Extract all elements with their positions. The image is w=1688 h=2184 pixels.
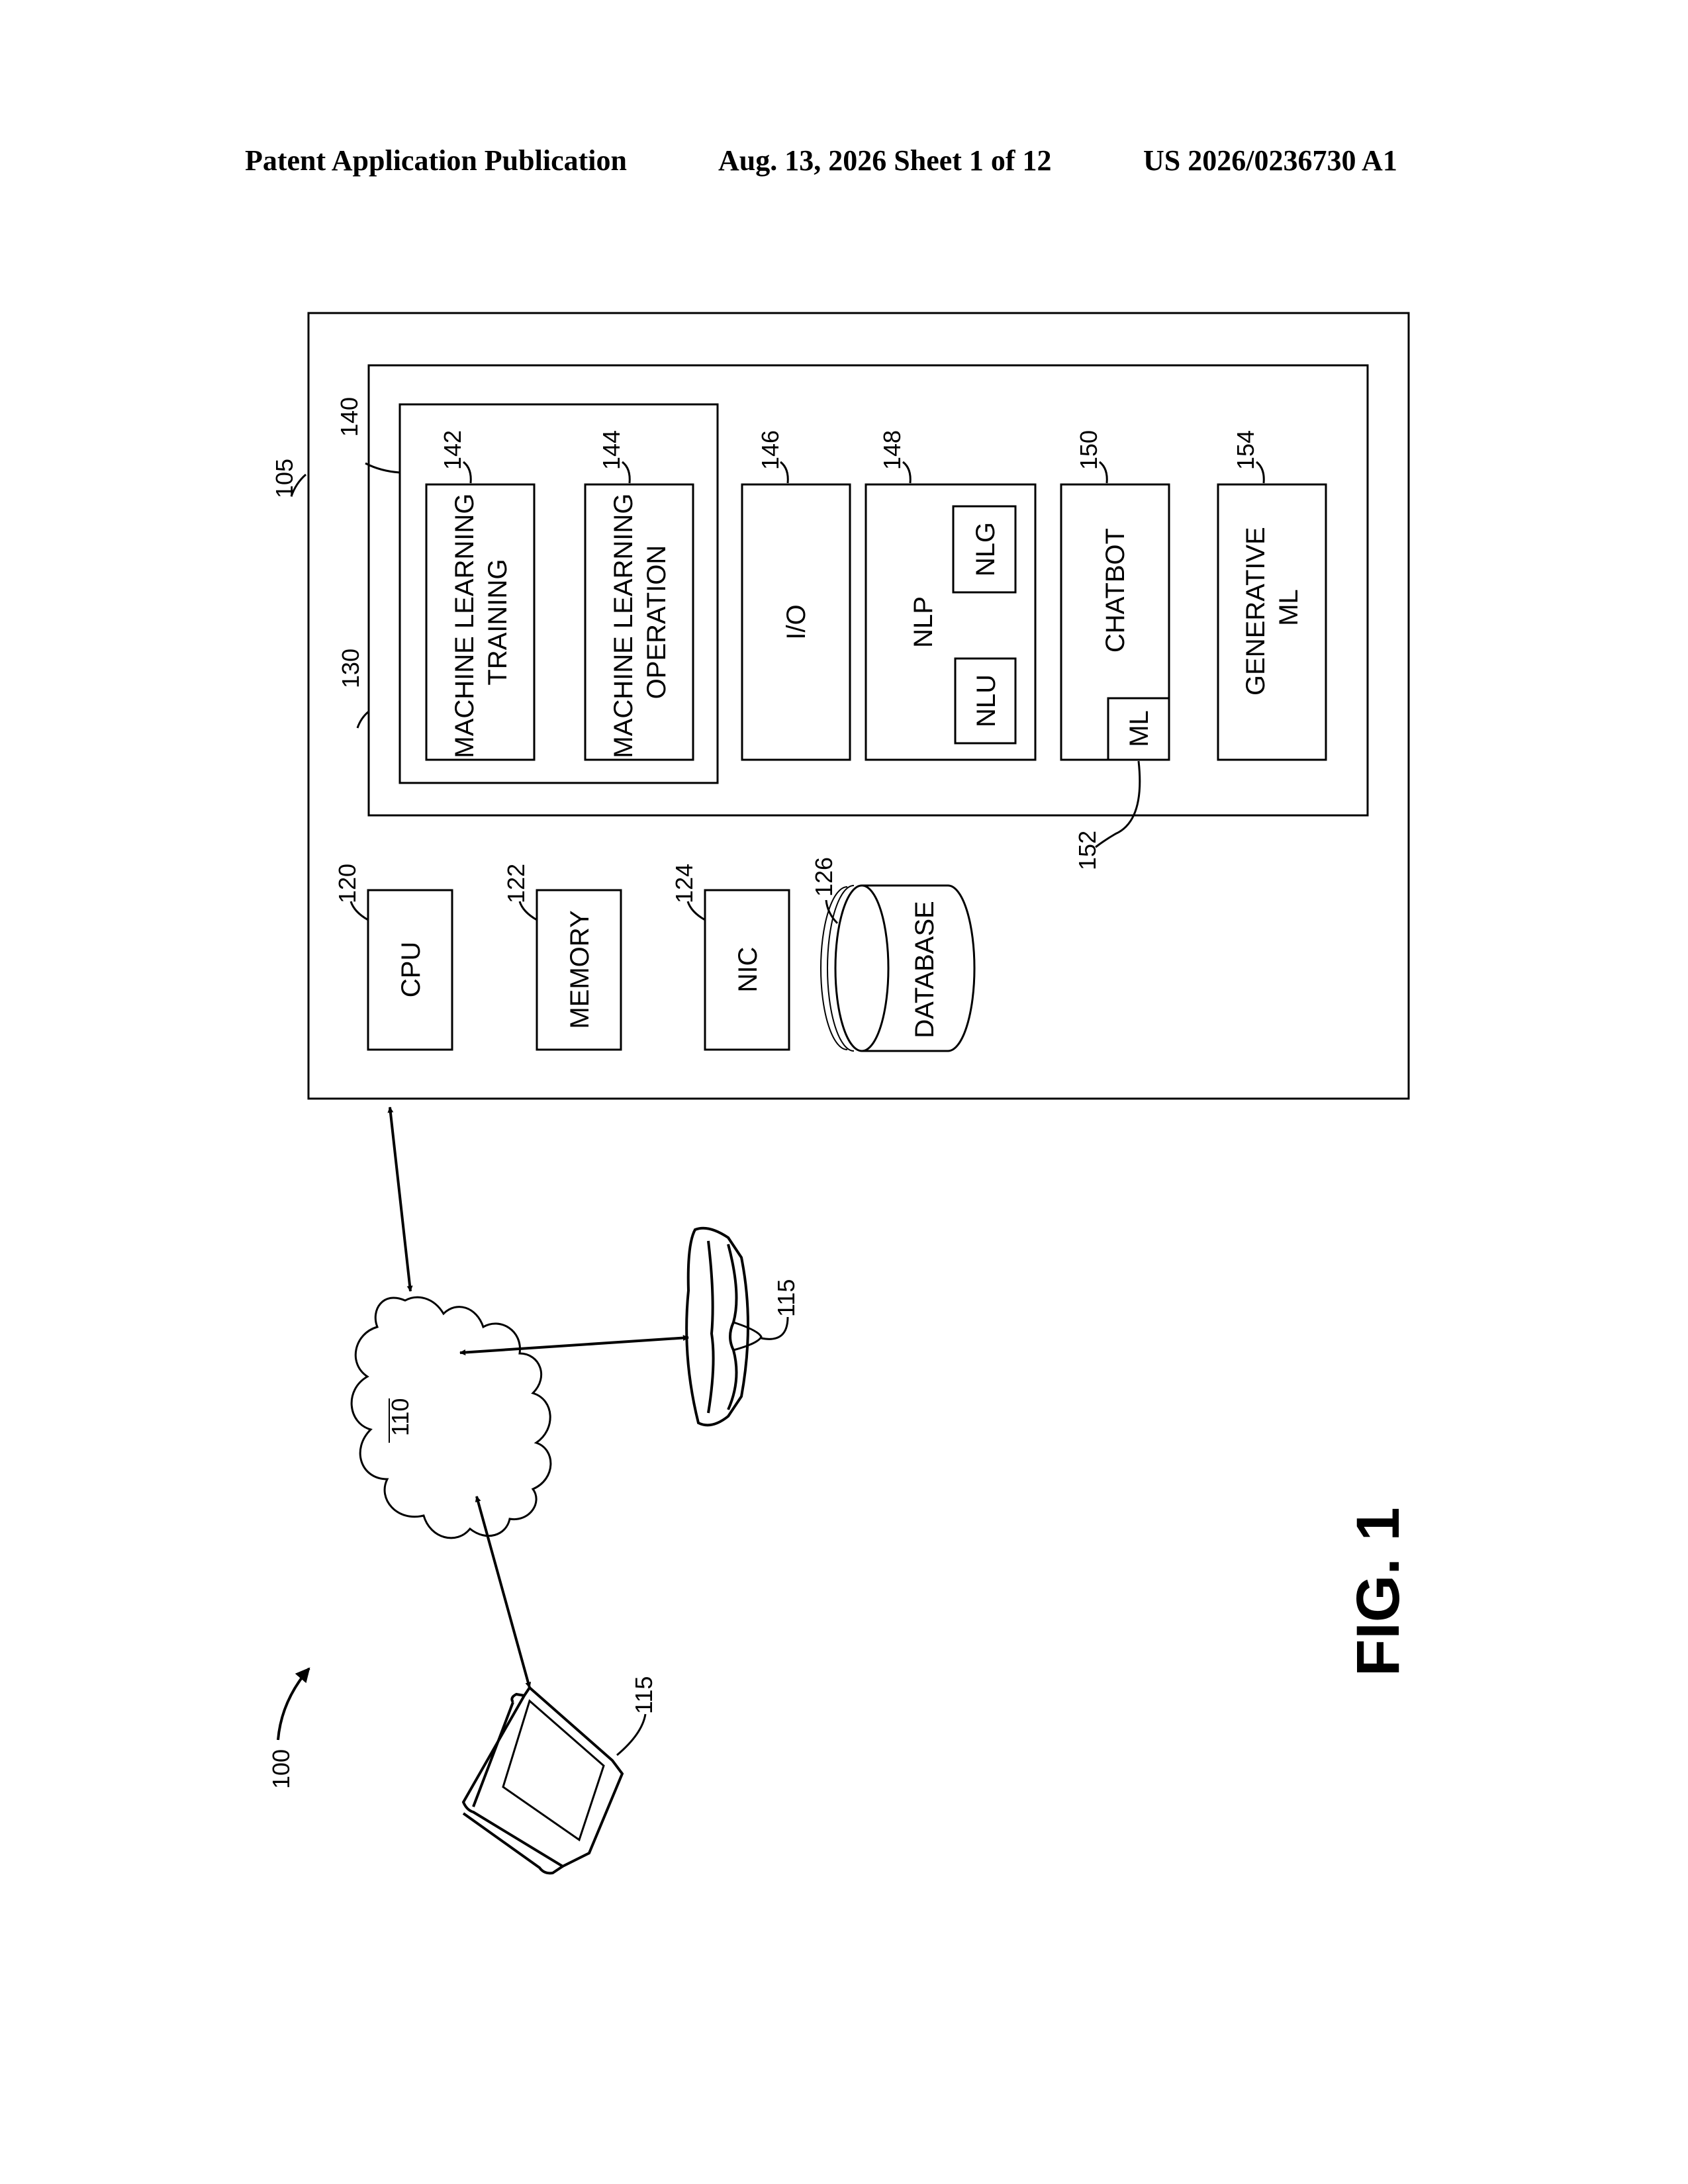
ref-110: 110 [387,1398,414,1436]
cpu-label: CPU [397,942,426,997]
ref-140: 140 [336,397,363,437]
generative-ml-label: GENERATIVE ML [1241,520,1303,696]
ref-152: 152 [1074,831,1101,870]
nlp-label: NLP [909,596,938,648]
ref-144: 144 [598,430,625,470]
generative-ml-box [1218,484,1326,760]
leader-122 [520,901,537,920]
laptop-icon [463,1688,622,1873]
io-label: I/O [782,604,811,639]
ref-120: 120 [334,864,361,903]
leader-120 [351,901,368,920]
nic-label: NIC [733,947,763,993]
leader-140 [365,463,400,473]
nlu-label: NLU [972,674,1001,727]
figure-caption: FIG. 1 [1344,1507,1412,1676]
ml-training-label: MACHINE LEARNING TRAINING [450,486,512,758]
chatbot-ml-label: ML [1125,710,1154,747]
ref-154: 154 [1232,430,1259,470]
ml-operation-box [585,484,693,760]
system-arrow [278,1668,309,1740]
leader-124 [688,901,705,920]
nlg-label: NLG [971,522,1000,576]
ref-130: 130 [337,649,364,688]
ref-124: 124 [671,864,698,903]
ref-148: 148 [878,430,906,470]
ml-training-box [426,484,534,760]
ref-100: 100 [267,1749,295,1789]
leader-152 [1096,761,1140,847]
ref-115-laptop: 115 [630,1676,657,1714]
database-cylinder [821,886,974,1051]
link-network-laptop [477,1496,530,1688]
ref-115-headset: 115 [773,1279,800,1317]
vr-headset-icon [686,1228,761,1426]
ref-126: 126 [810,857,837,897]
ref-122: 122 [502,864,530,903]
link-network-headset [460,1338,688,1353]
ref-105: 105 [271,459,298,498]
nlp-box [866,484,1035,760]
ml-operation-label: MACHINE LEARNING OPERATION [609,486,671,758]
ref-142: 142 [439,430,466,470]
leader-115-laptop [617,1714,645,1755]
link-server-network [390,1107,410,1291]
ref-150: 150 [1075,430,1102,470]
leader-130 [357,711,369,728]
network-cloud [352,1297,551,1538]
leader-115-headset [761,1317,788,1339]
database-label: DATABASE [910,901,939,1038]
chatbot-label: CHATBOT [1101,528,1130,653]
memory-label: MEMORY [565,910,594,1028]
ref-146: 146 [757,430,784,470]
